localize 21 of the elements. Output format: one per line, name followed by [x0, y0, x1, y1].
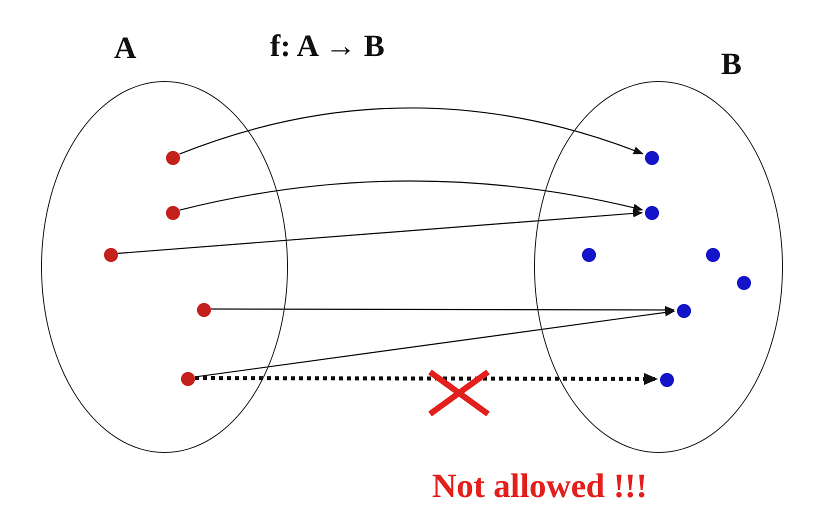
- point-dot: [582, 248, 596, 262]
- point-dot: [737, 276, 751, 290]
- arrow: [118, 209, 644, 254]
- arrow: [179, 107, 644, 155]
- point-dot: [645, 206, 659, 220]
- point-dot: [677, 304, 691, 318]
- arrow: [195, 372, 658, 385]
- set-label: B: [721, 48, 742, 79]
- point-dot: [660, 373, 674, 387]
- warning-note: Not allowed !!!: [432, 468, 648, 506]
- point-dot: [166, 206, 180, 220]
- point-dot: [181, 372, 195, 386]
- arrow: [180, 180, 644, 212]
- point-dot: [645, 151, 659, 165]
- point-dot: [197, 303, 211, 317]
- arrow: [211, 306, 675, 314]
- set-label: A: [114, 32, 136, 63]
- point-dot: [104, 248, 118, 262]
- point-dot: [706, 248, 720, 262]
- point-dot: [166, 151, 180, 165]
- diagram-title: f: A → B: [270, 28, 385, 64]
